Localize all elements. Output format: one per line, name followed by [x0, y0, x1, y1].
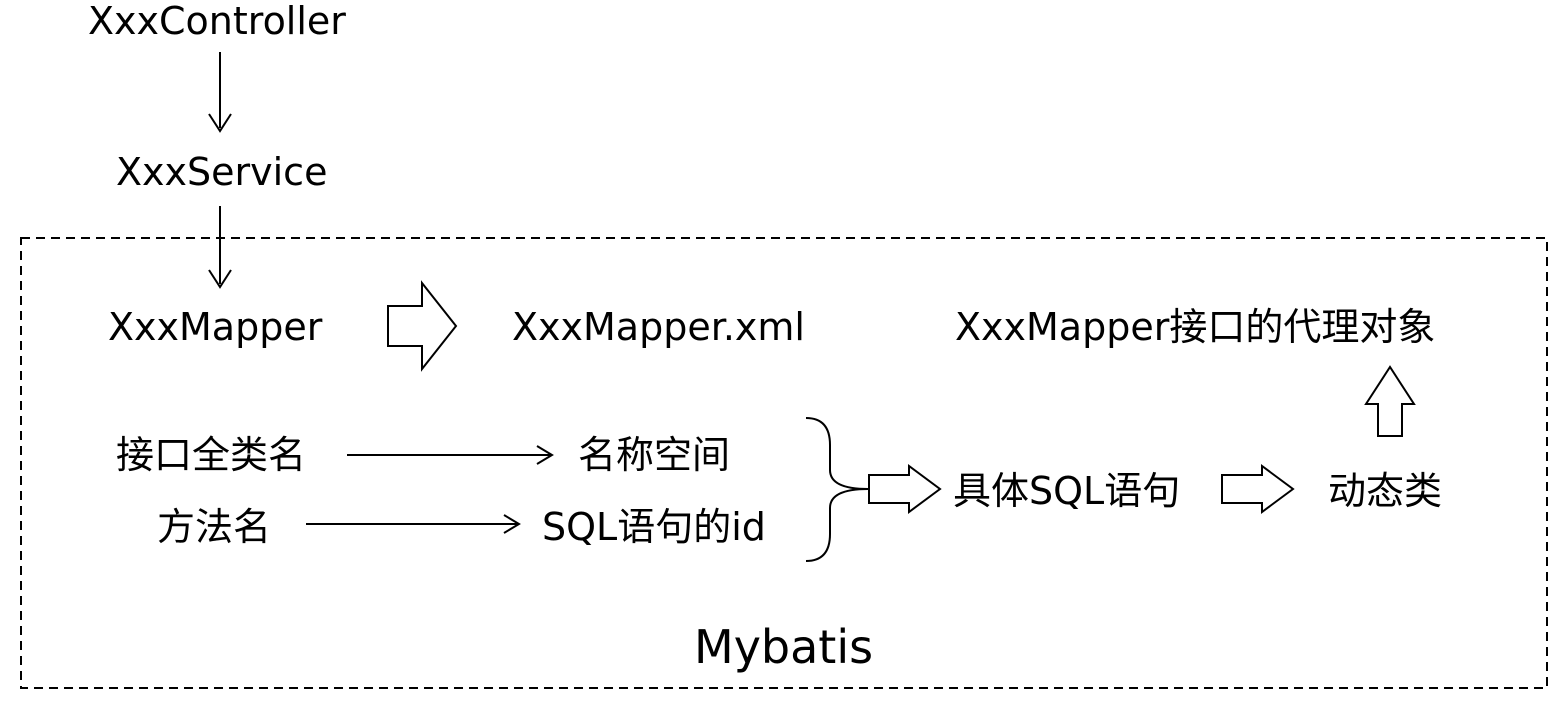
block-arrow-up-to-proxy — [1364, 365, 1416, 437]
node-sql-statement: 具体SQL语句 — [953, 469, 1181, 513]
node-interface-name: 接口全类名 — [116, 433, 307, 477]
arrow-controller-to-service — [208, 52, 232, 133]
mybatis-boundary — [20, 237, 1548, 689]
arrow-service-to-mapper — [208, 206, 232, 289]
arrow-interface-to-namespace — [347, 445, 554, 465]
node-sql-id: SQL语句的id — [542, 505, 766, 549]
node-method-name: 方法名 — [157, 505, 272, 549]
curly-brace — [805, 417, 869, 562]
node-dynamic-class: 动态类 — [1328, 469, 1443, 513]
node-mapper: XxxMapper — [108, 305, 323, 349]
group-label-mybatis: Mybatis — [694, 620, 874, 674]
block-arrow-to-sql — [868, 464, 942, 514]
node-proxy: XxxMapper接口的代理对象 — [955, 305, 1436, 349]
block-arrow-mapper-to-xml — [387, 280, 458, 372]
node-service: XxxService — [116, 150, 328, 194]
node-controller: XxxController — [88, 0, 346, 43]
node-mapper-xml: XxxMapper.xml — [512, 305, 805, 349]
block-arrow-sql-to-dynamic — [1221, 464, 1295, 514]
arrow-method-to-sqlid — [306, 514, 521, 534]
node-namespace: 名称空间 — [578, 433, 731, 477]
